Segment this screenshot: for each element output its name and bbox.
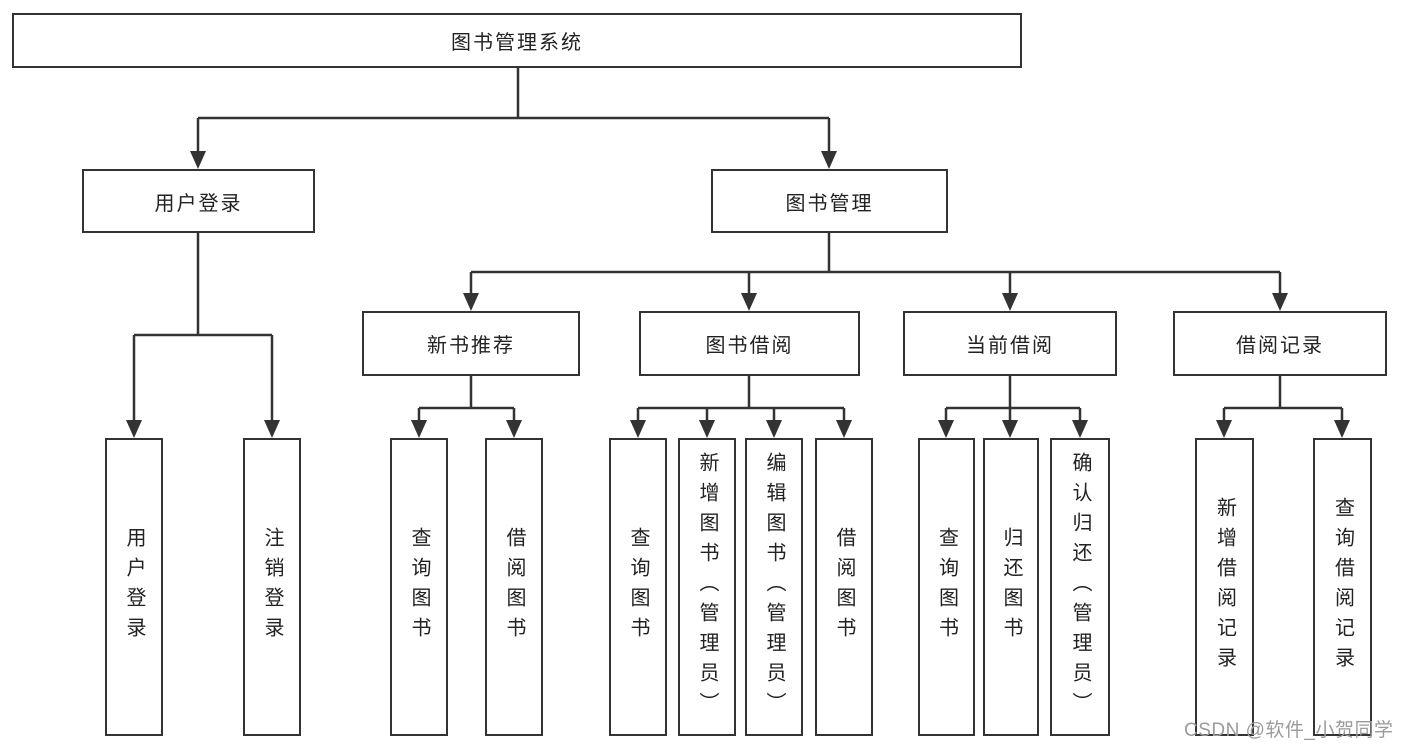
- node-leaf-borrow-books-2: 借阅图书: [815, 438, 873, 736]
- node-new-book-recommend: 新书推荐: [362, 311, 580, 376]
- node-label: 新增借阅记录: [1213, 497, 1236, 677]
- node-label: 图书借阅: [705, 335, 794, 357]
- csdn-watermark: CSDN @软件_小贺同学: [1184, 720, 1394, 741]
- node-library-management-system: 图书管理系统: [12, 13, 1022, 68]
- node-label: 借阅图书: [503, 527, 525, 647]
- node-label: 借阅记录: [1236, 335, 1324, 357]
- node-borrow-records: 借阅记录: [1173, 311, 1387, 376]
- node-label: 查询图书: [627, 527, 649, 647]
- node-label: 图书管理: [785, 192, 874, 215]
- node-label: 注销登录: [261, 527, 283, 647]
- node-leaf-add-borrow-record: 新增借阅记录: [1195, 438, 1254, 736]
- arrowhead-icons: [126, 151, 1350, 438]
- node-label: 当前借阅: [966, 335, 1054, 357]
- node-label: 归还图书: [1000, 527, 1022, 647]
- node-book-management: 图书管理: [711, 169, 948, 233]
- node-leaf-query-books-2: 查询图书: [609, 438, 667, 736]
- node-label: 编辑图书（管理员）: [763, 452, 785, 722]
- node-label: 查询图书: [935, 527, 958, 647]
- node-label: 借阅图书: [833, 527, 855, 647]
- node-label: 新书推荐: [427, 335, 515, 357]
- node-leaf-query-books-3: 查询图书: [918, 438, 975, 736]
- node-leaf-borrow-books-1: 借阅图书: [485, 438, 543, 736]
- node-label: 用户登录: [123, 527, 145, 647]
- node-label: 确认归还（管理员）: [1069, 452, 1091, 722]
- node-leaf-user-login: 用户登录: [105, 438, 163, 736]
- node-label: 图书管理系统: [451, 32, 583, 54]
- node-user-login: 用户登录: [82, 169, 315, 233]
- node-current-borrow: 当前借阅: [903, 311, 1117, 376]
- node-leaf-confirm-return-admin: 确认归还（管理员）: [1050, 438, 1110, 736]
- node-label: 用户登录: [154, 192, 243, 215]
- node-leaf-query-borrow-record: 查询借阅记录: [1313, 438, 1372, 736]
- node-label: 查询借阅记录: [1331, 497, 1354, 677]
- node-label: 新增图书（管理员）: [696, 452, 718, 722]
- node-leaf-query-books-1: 查询图书: [390, 438, 448, 736]
- node-leaf-add-books-admin: 新增图书（管理员）: [678, 438, 736, 736]
- node-leaf-logout: 注销登录: [243, 438, 301, 736]
- node-leaf-return-books: 归还图书: [983, 438, 1039, 736]
- node-label: 查询图书: [408, 527, 430, 647]
- node-book-borrow: 图书借阅: [639, 311, 860, 376]
- node-leaf-edit-books-admin: 编辑图书（管理员）: [745, 438, 803, 736]
